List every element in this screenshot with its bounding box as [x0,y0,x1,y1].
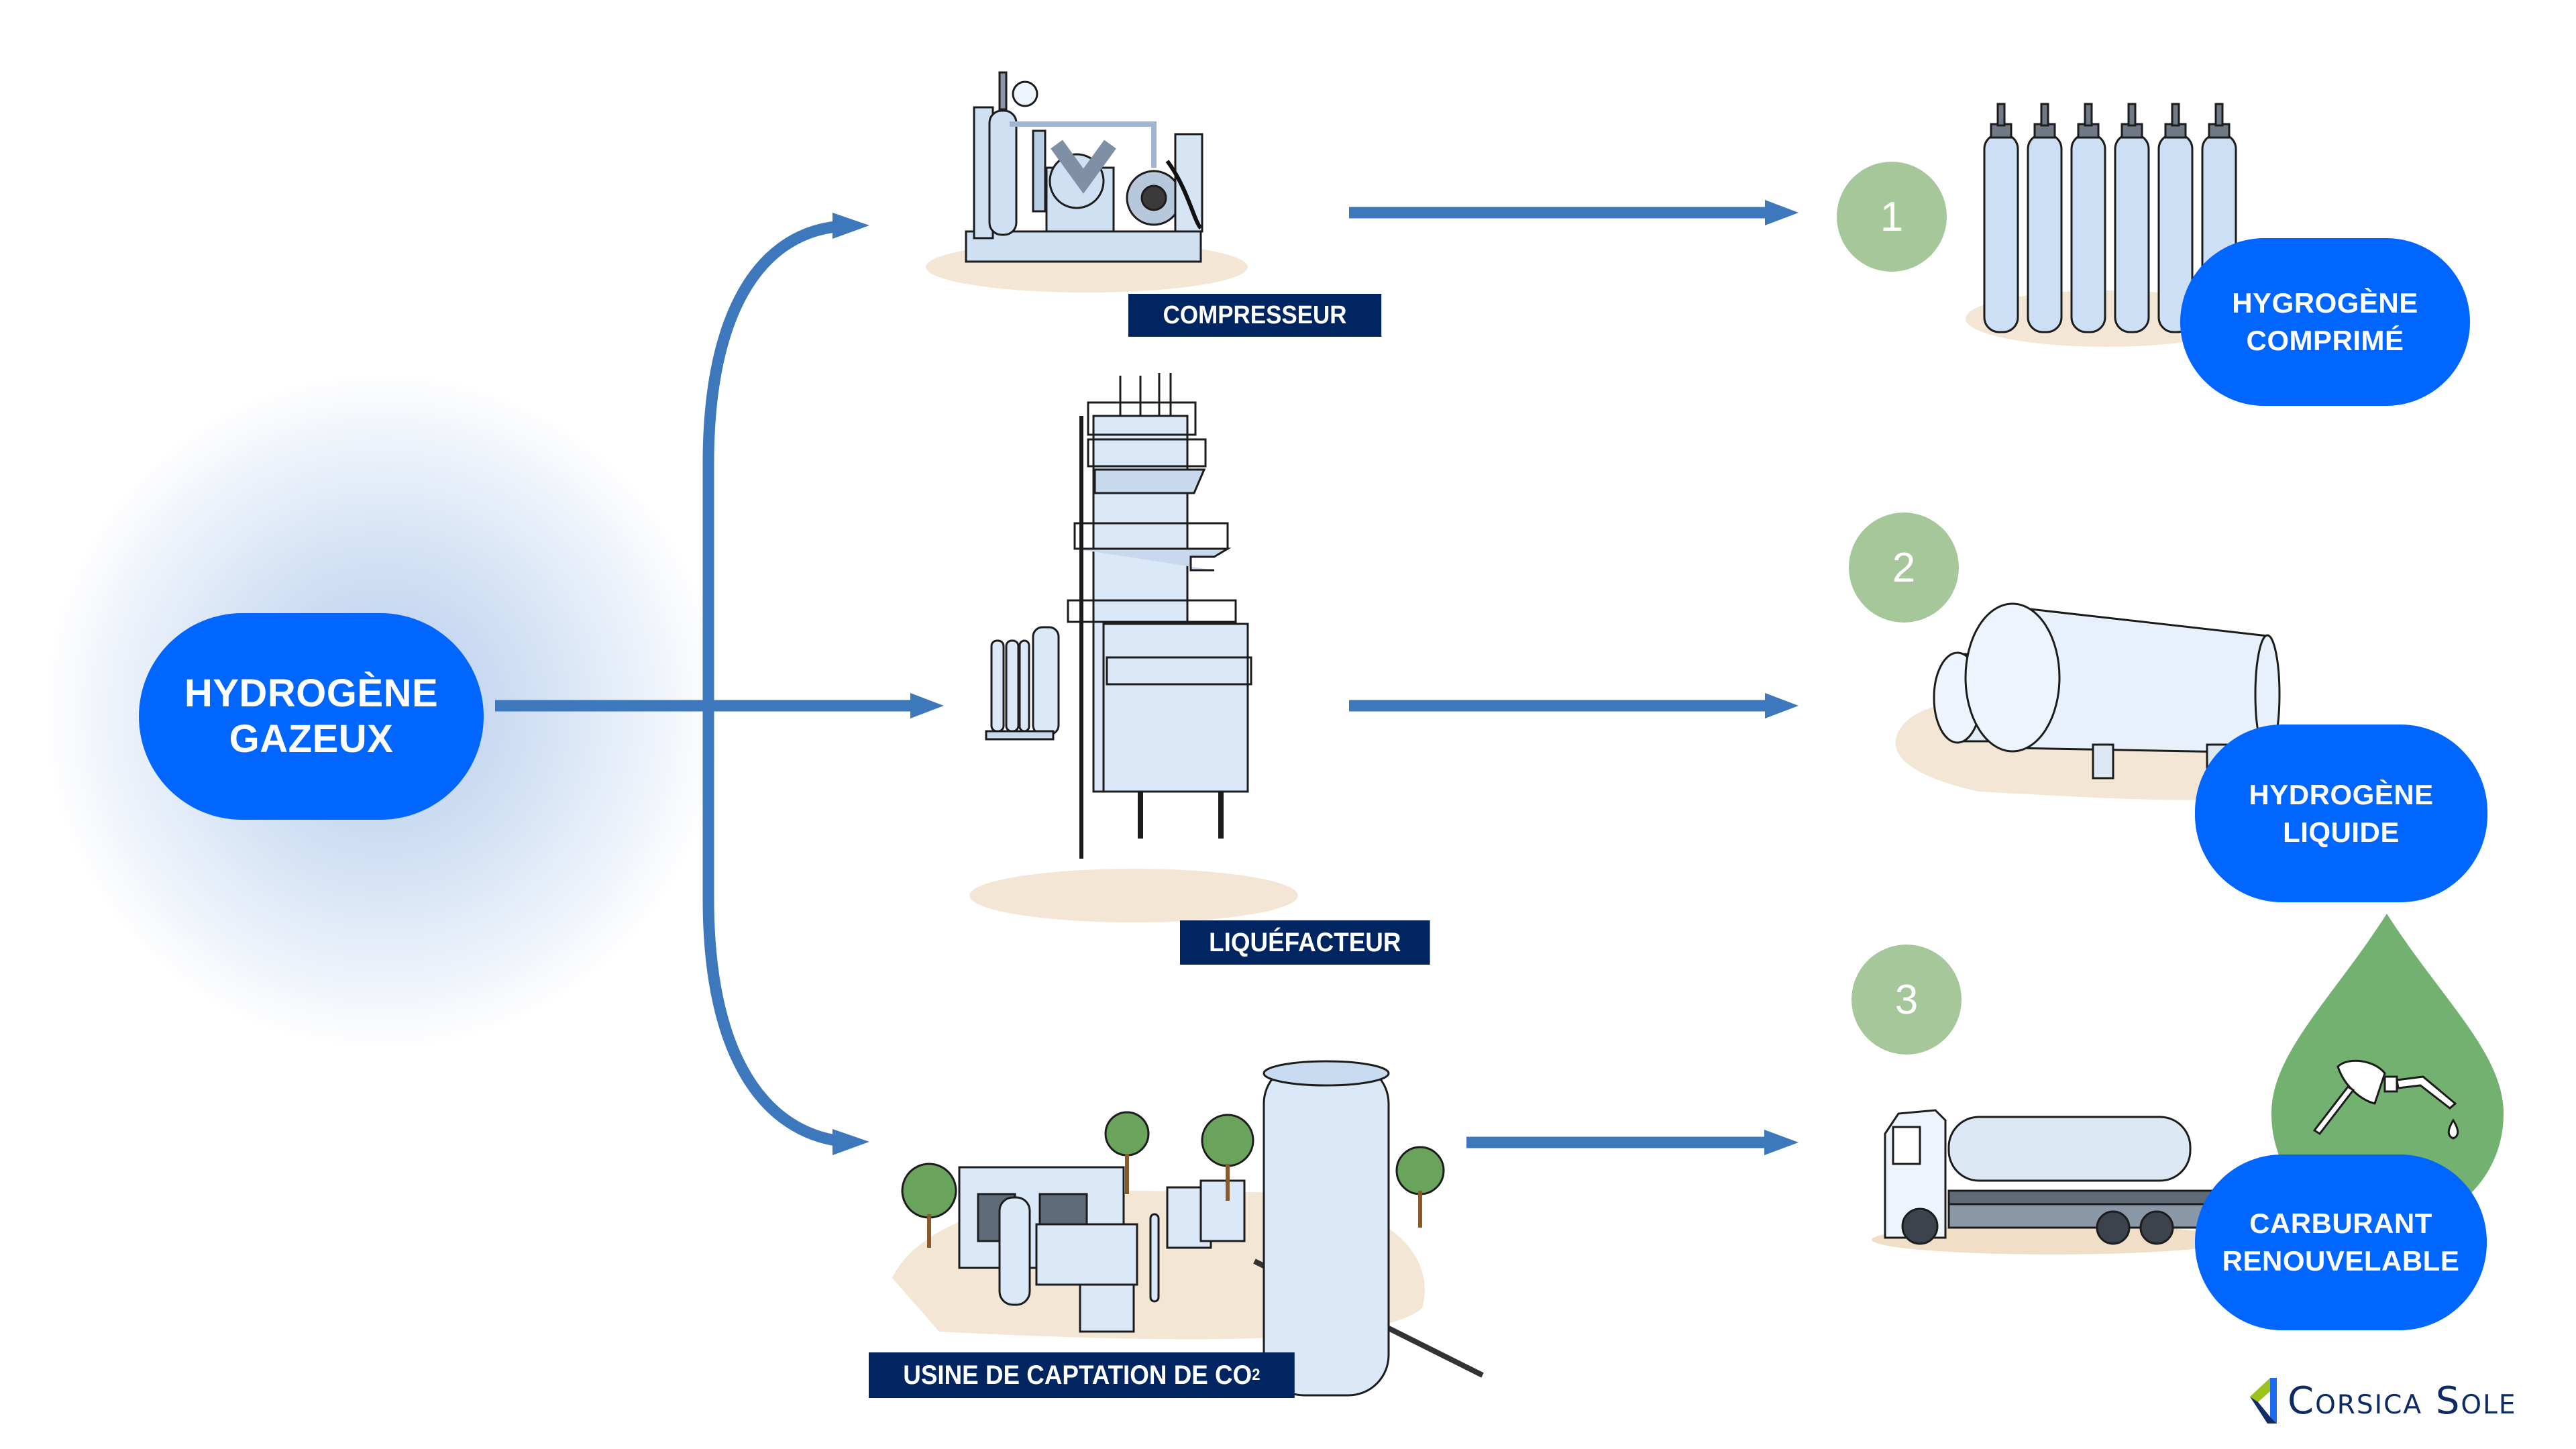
storage-tanks-illustration [1895,602,2340,800]
label-liquefacteur: LIQUÉFACTEUR [1180,920,1430,965]
logo-text: Corsica Sole [2288,1379,2517,1423]
output-node-hydrogene-liquide: HYDROGÈNE LIQUIDE [2195,724,2487,902]
output-node-carburant-renouvelable: CARBURANT RENOUVELABLE [2195,1155,2487,1330]
compressor-illustration [926,71,1248,292]
fuel-nozzle-icon [2312,1059,2459,1140]
tanker-truck-illustration [1872,1109,2234,1254]
connector-branch-top [702,221,837,738]
source-line-1: HYDROGÈNE [184,672,439,715]
arrowhead-liquefier [910,693,944,718]
output-1-line-2: COMPRIMÉ [2246,325,2404,356]
step-badge-1: 1 [1837,162,1947,272]
fuel-drop-badge [2271,914,2504,1228]
output-2-line-1: HYDROGÈNE [2249,778,2434,810]
output-node-hydrogene-comprime: HYGROGÈNE COMPRIMÉ [2180,238,2470,406]
arrowhead-output1 [1765,200,1799,225]
label-co2-main: USINE DE CAPTATION DE CO [903,1360,1252,1390]
logo-mark-icon [2250,1378,2277,1424]
step-badge-2: 2 [1849,513,1959,623]
output-2-line-2: LIQUIDE [2283,816,2400,848]
source-node-hydrogene-gazeux: HYDROGÈNE GAZEUX [139,613,484,820]
source-line-2: GAZEUX [229,717,394,761]
output-3-line-2: RENOUVELABLE [2222,1245,2460,1277]
drop-shape [2271,914,2504,1228]
arrowhead-output2 [1765,693,1799,718]
co2-capture-plant-illustration [892,1060,1484,1397]
output-3-line-1: CARBURANT [2249,1208,2432,1239]
arrowhead-output3 [1764,1130,1799,1155]
liquefier-tower-illustration [969,373,1298,922]
connector-branch-bottom [702,671,837,1146]
label-co2-subscript: 2 [1252,1366,1260,1384]
label-compresseur: COMPRESSEUR [1128,294,1382,337]
output-1-line-1: HYGROGÈNE [2232,287,2418,319]
corsica-sole-logo: Corsica Sole [2247,1377,2536,1425]
arrowhead-compressor [833,213,869,239]
arrowhead-co2 [833,1129,869,1155]
step-badge-3: 3 [1851,945,1962,1055]
